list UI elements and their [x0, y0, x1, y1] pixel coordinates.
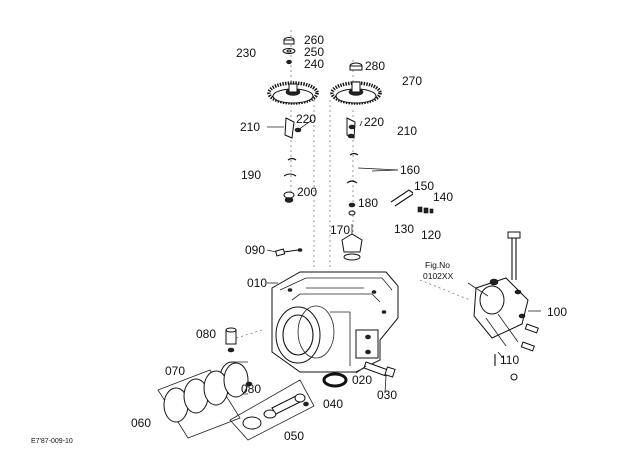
label-220-left: 220 [296, 112, 316, 126]
part-080-bottom-clip[interactable] [245, 381, 253, 387]
footer-code: E7'87-009-10 [31, 438, 73, 445]
part-080-pin[interactable] [225, 327, 237, 353]
label-240: 240 [304, 57, 324, 71]
label-070: 070 [165, 364, 185, 378]
label-270: 270 [402, 74, 422, 88]
label-180: 180 [358, 196, 378, 210]
label-210-left: 210 [240, 120, 260, 134]
fig-ref-line2: 0102XX [423, 271, 454, 281]
part-050-conrod[interactable] [229, 379, 315, 441]
label-220-right: 220 [364, 115, 384, 129]
label-080-top: 080 [196, 327, 216, 341]
label-210-right: 210 [397, 124, 417, 138]
label-230: 230 [236, 46, 256, 60]
label-040: 040 [323, 397, 343, 411]
label-170: 170 [330, 223, 350, 237]
part-170-valve[interactable] [341, 224, 363, 261]
gear-left[interactable] [267, 81, 319, 105]
label-250: 250 [304, 45, 324, 59]
label-010: 010 [247, 276, 267, 290]
label-050: 050 [284, 429, 304, 443]
part-160-pin[interactable] [346, 152, 399, 184]
label-110: 110 [500, 353, 519, 367]
part-020-plug[interactable] [363, 361, 396, 378]
label-090: 090 [245, 243, 265, 257]
label-150: 150 [414, 179, 434, 193]
label-280: 280 [365, 59, 385, 73]
gear-right[interactable] [330, 81, 382, 105]
part-090-bolt[interactable] [275, 248, 303, 257]
part-220-right-shaft[interactable] [346, 117, 356, 139]
part-260-cap[interactable] [283, 37, 295, 45]
part-150-pipe[interactable] [390, 189, 414, 207]
part-220-left-shaft[interactable] [284, 117, 313, 139]
part-190-clip[interactable] [283, 157, 297, 177]
part-labels: 230 260 250 240 280 270 210 220 220 210 … [31, 33, 567, 445]
part-180-washer[interactable] [348, 202, 356, 216]
part-240-pin[interactable] [286, 59, 292, 65]
part-250-washer[interactable] [282, 48, 296, 54]
label-200: 200 [297, 185, 317, 199]
part-130-nut[interactable] [417, 206, 434, 214]
part-110-bolt[interactable] [494, 323, 539, 381]
fig-ref-line1: Fig.No [425, 260, 450, 270]
leader-lines [266, 120, 541, 394]
label-120: 120 [421, 228, 441, 242]
part-280-cap[interactable] [349, 62, 363, 71]
label-260: 260 [304, 33, 324, 47]
label-190: 190 [241, 168, 261, 182]
label-130: 130 [394, 222, 414, 236]
label-060: 060 [131, 416, 151, 430]
label-080-bottom: 080 [241, 382, 261, 396]
label-140: 140 [433, 190, 453, 204]
part-060-liner[interactable] [157, 362, 249, 439]
part-100-crankshaft[interactable] [473, 231, 529, 347]
label-020: 020 [352, 373, 372, 387]
label-160: 160 [400, 163, 420, 177]
part-040-seal[interactable] [322, 372, 348, 388]
part-010-crankcase[interactable] [271, 271, 399, 373]
label-100: 100 [547, 305, 567, 319]
label-030: 030 [377, 388, 397, 402]
part-200-plug[interactable] [283, 191, 295, 203]
